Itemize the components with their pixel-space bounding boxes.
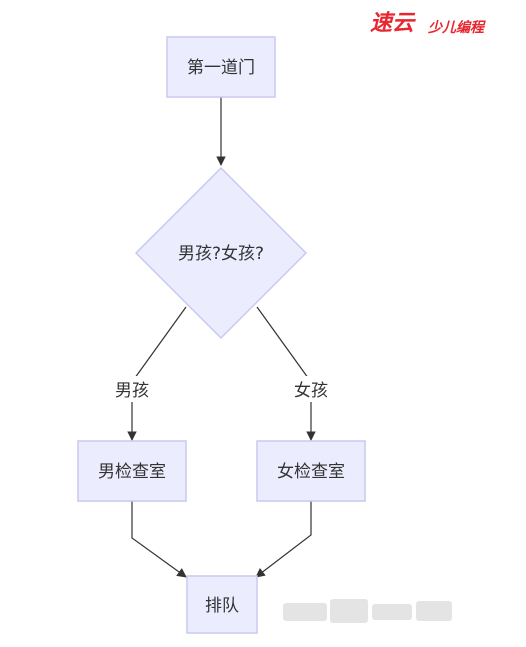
blur-block-2: [330, 599, 368, 623]
logo-main-text: 速云: [370, 10, 416, 36]
edge-label-bg-girl: [286, 376, 336, 402]
blur-block-3: [372, 604, 412, 620]
edge-label-boy: 男孩: [115, 381, 149, 401]
edge-girl-to-queue: [255, 501, 312, 578]
node-girl-room-label: 女检查室: [277, 462, 345, 482]
blur-block-1: [283, 603, 327, 621]
edge-label-girl: 女孩: [294, 381, 328, 401]
logo: 速云 少儿编程: [370, 10, 486, 36]
node-decision-diamond: [134, 166, 308, 340]
node-boy-room: 男检查室: [77, 440, 187, 502]
node-decision: 男孩?女孩?: [134, 166, 308, 340]
edge-label-bg-boy: [107, 376, 157, 402]
edge-decision-to-boy: [127, 306, 187, 441]
edge-decision-to-girl: [256, 306, 316, 441]
edge-boy-to-queue: [131, 501, 187, 578]
blurred-watermark: [283, 599, 452, 623]
node-girl-room-box: [256, 440, 366, 502]
node-start-label: 第一道门: [187, 58, 255, 78]
node-boy-room-label: 男检查室: [98, 462, 166, 482]
node-girl-room: 女检查室: [256, 440, 366, 502]
node-queue-box: [186, 575, 258, 634]
node-start: 第一道门: [166, 36, 276, 98]
node-boy-room-box: [77, 440, 187, 502]
node-start-box: [166, 36, 276, 98]
node-queue-label: 排队: [205, 596, 239, 616]
node-queue: 排队: [186, 575, 258, 634]
blur-block-4: [416, 601, 452, 621]
node-decision-label: 男孩?女孩?: [178, 244, 264, 264]
logo-sub-text: 少儿编程: [428, 19, 486, 36]
